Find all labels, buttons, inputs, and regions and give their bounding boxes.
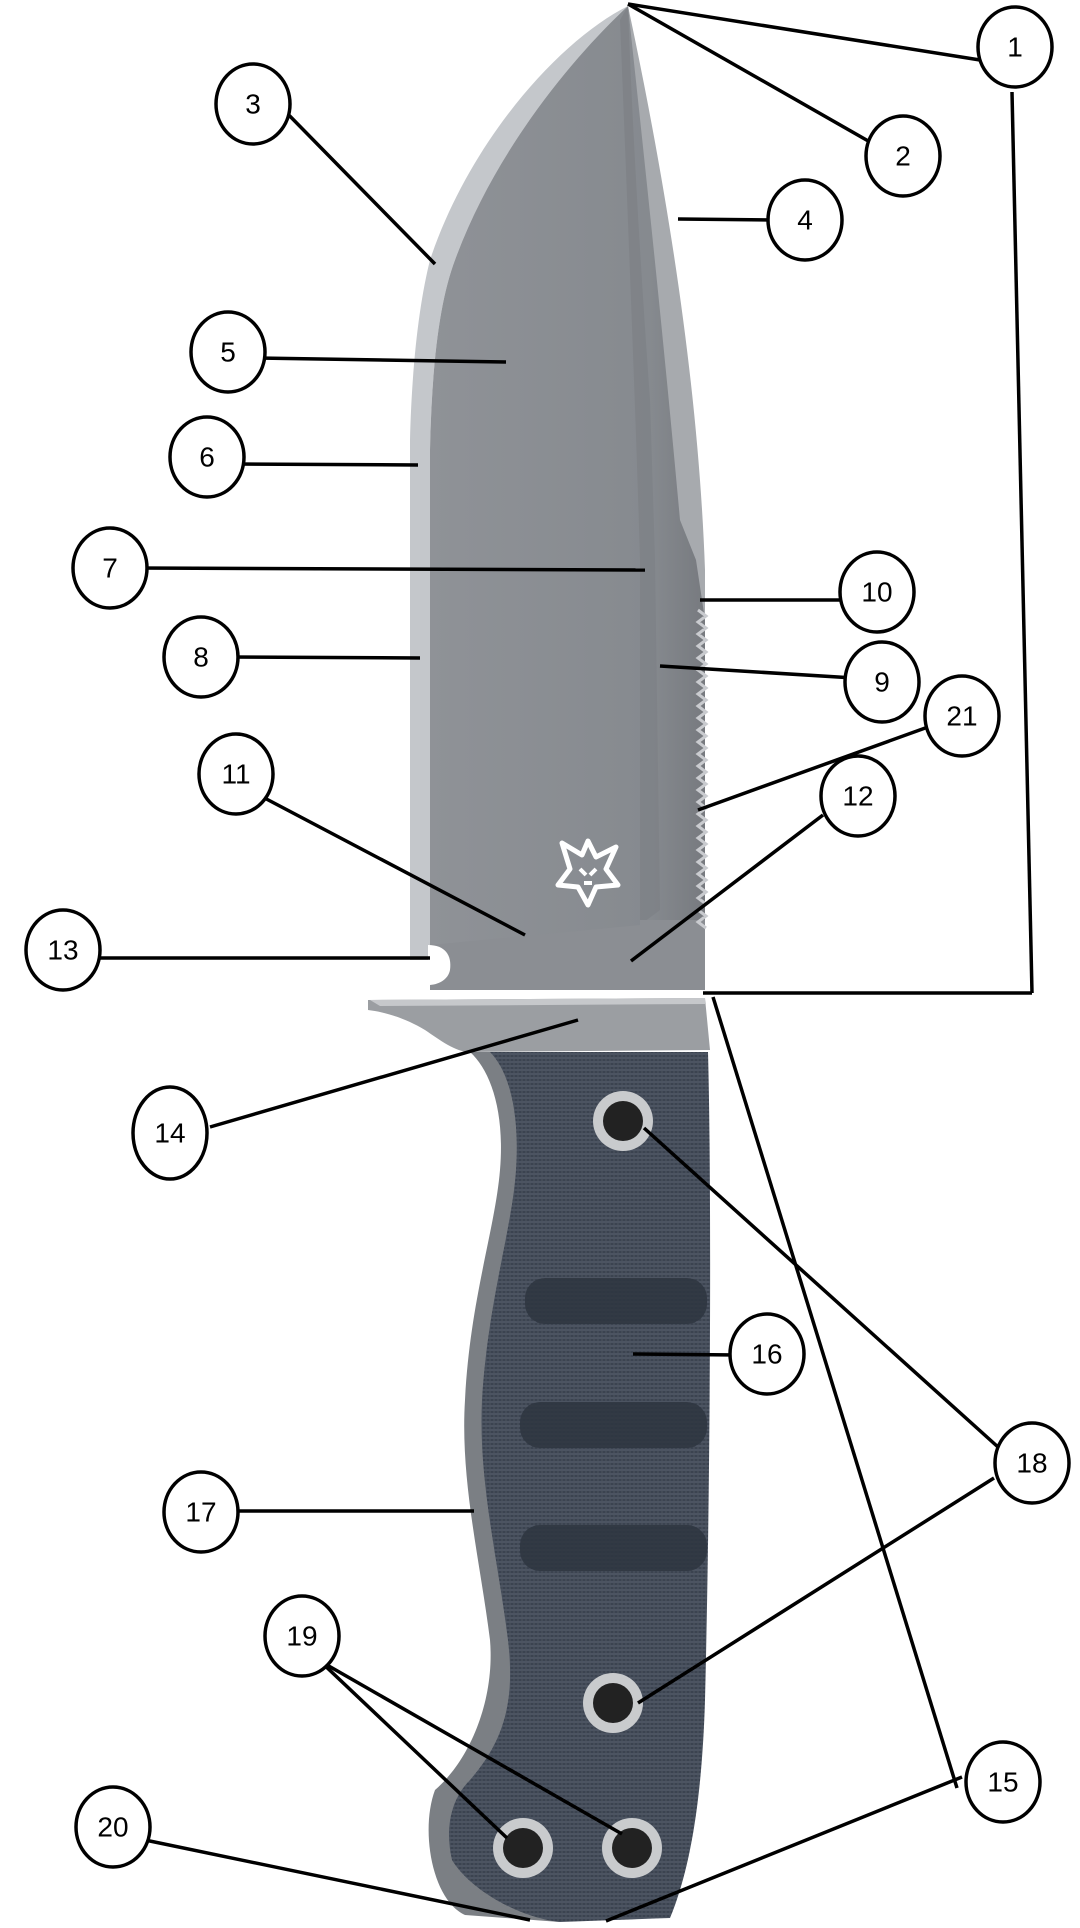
fox-head-logo: [555, 838, 621, 908]
svg-text:15: 15: [987, 1767, 1018, 1798]
callout-5: 5: [189, 310, 267, 394]
callout-16: 16: [728, 1312, 806, 1396]
handle-pins: [493, 1091, 662, 1878]
svg-text:6: 6: [199, 442, 215, 473]
svg-text:11: 11: [221, 759, 250, 790]
svg-text:19: 19: [286, 1621, 317, 1652]
callouts: 1 2 3 4 5 6 7 8 10 9 21 11 12 13 14 16 1…: [24, 5, 1071, 1869]
spine-bevel: [628, 6, 705, 620]
handle: [449, 1052, 711, 1922]
knife: [368, 6, 711, 1922]
svg-text:20: 20: [97, 1812, 128, 1843]
pin-middle: [583, 1673, 643, 1733]
callout-20: 20: [74, 1785, 152, 1869]
svg-text:4: 4: [797, 205, 813, 236]
serrations: [695, 608, 709, 930]
svg-text:18: 18: [1016, 1448, 1047, 1479]
callout-18: 18: [993, 1421, 1071, 1505]
callout-7: 7: [71, 526, 149, 610]
svg-text:16: 16: [751, 1339, 782, 1370]
callout-9: 9: [843, 640, 921, 724]
choil-notch: [428, 945, 451, 985]
callout-1: 1: [976, 5, 1054, 89]
grind-shadow: [620, 6, 660, 925]
callout-6: 6: [168, 415, 246, 499]
callout-21: 21: [923, 674, 1001, 758]
callout-19: 19: [263, 1594, 341, 1678]
callout-3: 3: [214, 62, 292, 146]
svg-text:7: 7: [102, 553, 118, 584]
finger-grooves: [520, 1278, 707, 1571]
guard-top-highlight: [370, 998, 705, 1006]
leader-lines: [82, 2, 1034, 1923]
svg-text:10: 10: [861, 577, 892, 608]
svg-text:21: 21: [946, 701, 977, 732]
svg-text:3: 3: [245, 89, 261, 120]
blade: [430, 6, 705, 990]
svg-text:9: 9: [874, 667, 890, 698]
svg-text:17: 17: [185, 1497, 216, 1528]
svg-text:2: 2: [895, 141, 911, 172]
guard: [368, 998, 710, 1052]
callout-12: 12: [819, 754, 897, 838]
svg-text:14: 14: [154, 1118, 185, 1149]
callout-13: 13: [24, 908, 102, 992]
svg-text:12: 12: [842, 781, 873, 812]
callout-10: 10: [838, 550, 916, 634]
pin-top: [593, 1091, 653, 1151]
svg-text:8: 8: [193, 642, 209, 673]
svg-text:1: 1: [1007, 32, 1023, 63]
callout-15: 15: [964, 1740, 1042, 1824]
callout-17: 17: [162, 1470, 240, 1554]
svg-text:5: 5: [220, 337, 236, 368]
callout-8: 8: [162, 615, 240, 699]
lanyard-hole-left: [493, 1818, 553, 1878]
callout-2: 2: [864, 114, 942, 198]
callout-14: 14: [131, 1085, 209, 1181]
svg-text:13: 13: [47, 935, 78, 966]
callout-11: 11: [197, 732, 275, 816]
callout-4: 4: [766, 178, 844, 262]
ricasso: [430, 920, 705, 990]
